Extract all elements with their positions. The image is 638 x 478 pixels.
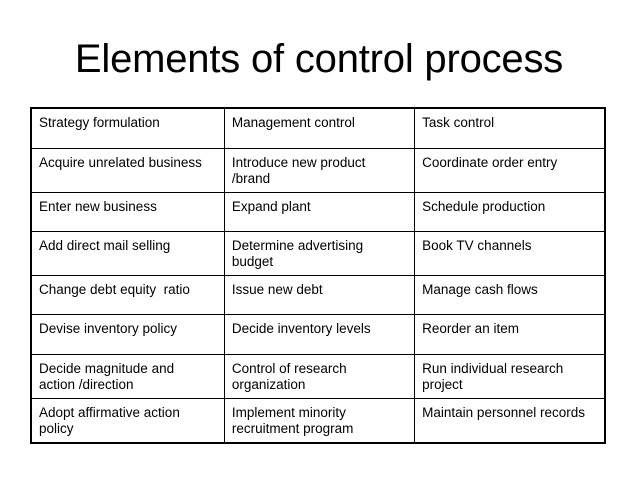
table-cell: Issue new debt	[223, 274, 415, 314]
table-cell: Expand plant	[223, 191, 415, 231]
table-row: Add direct mail selling Determine advert…	[32, 230, 604, 275]
control-process-table: Strategy formulation Management control …	[32, 109, 604, 442]
table-header-row: Strategy formulation Management control …	[32, 109, 604, 148]
table-cell: Maintain personnel records	[414, 397, 604, 442]
table-cell: Run individual research project	[414, 353, 604, 398]
table-cell: Schedule production	[414, 191, 604, 231]
table-row: Acquire unrelated business Introduce new…	[32, 147, 604, 192]
control-process-table-container: Strategy formulation Management control …	[30, 107, 606, 444]
table-cell: Devise inventory policy	[32, 313, 225, 354]
page-title: Elements of control process	[74, 37, 564, 81]
table-cell: Implement minority recruitment program	[223, 397, 415, 442]
column-header-task-control: Task control	[414, 109, 604, 148]
table-cell: Acquire unrelated business	[32, 147, 225, 192]
table-body: Strategy formulation Management control …	[32, 109, 604, 442]
table-cell: Decide inventory levels	[223, 313, 415, 354]
table-cell: Manage cash flows	[414, 274, 604, 314]
table-row: Devise inventory policy Decide inventory…	[32, 313, 604, 354]
table-cell: Determine advertising budget	[223, 230, 415, 275]
table-cell: Enter new business	[32, 191, 225, 231]
column-header-management-control: Management control	[223, 109, 415, 148]
table-cell: Control of research organization	[223, 353, 415, 398]
table-cell: Introduce new product /brand	[223, 147, 415, 192]
column-header-strategy-formulation: Strategy formulation	[39, 115, 160, 130]
table-cell: Reorder an item	[414, 313, 604, 354]
table-cell: Adopt affirmative action policy	[32, 397, 225, 442]
table-cell: Decide magnitude and action /direction	[32, 353, 225, 398]
table-cell: Book TV channels	[414, 230, 604, 275]
table-cell: Add direct mail selling	[32, 230, 225, 275]
table-row: Adopt affirmative action policy Implemen…	[32, 397, 604, 442]
table-row: Enter new business Expand plant Schedule…	[32, 191, 604, 231]
table-cell: Change debt equity ratio	[32, 274, 225, 314]
table-cell: Coordinate order entry	[414, 147, 604, 192]
table-row: Change debt equity ratio Issue new debt …	[32, 274, 604, 314]
table-row: Decide magnitude and action /direction C…	[32, 353, 604, 398]
